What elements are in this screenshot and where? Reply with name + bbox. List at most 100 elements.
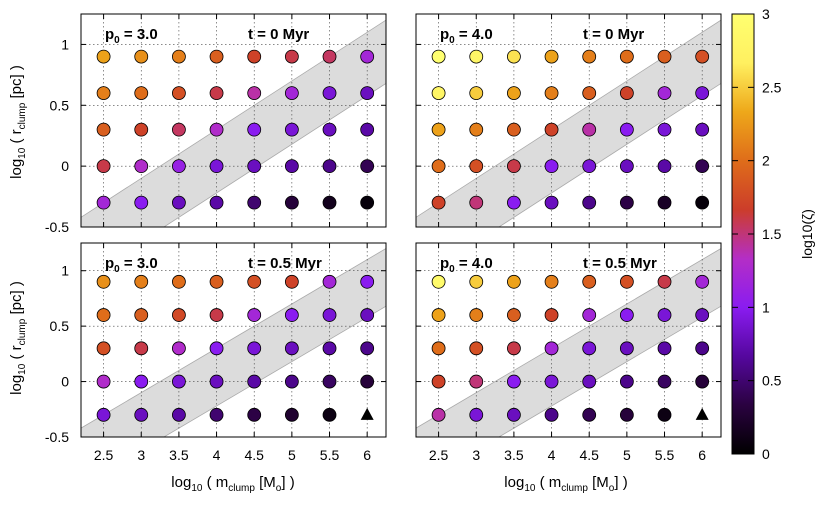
data-point (96, 86, 111, 101)
data-point (284, 341, 299, 356)
data-point (96, 159, 111, 174)
data-point (360, 49, 375, 64)
data-point (247, 122, 262, 137)
y-tick-label: 0 (61, 158, 69, 174)
y-tick-label: 1 (61, 36, 69, 52)
panel-p0-label: p0 = 3.0 (105, 26, 158, 46)
data-point (247, 159, 262, 174)
data-point (322, 122, 337, 137)
panel-time-label: t = 0 Myr (248, 26, 309, 43)
data-point (322, 86, 337, 101)
data-point (96, 407, 111, 422)
colorbar-tick-label: 0.5 (762, 373, 782, 389)
data-point (247, 341, 262, 356)
data-point (134, 195, 149, 210)
colorbar-tick-label: 3 (762, 6, 770, 22)
data-point (172, 159, 186, 174)
data-point (134, 274, 149, 289)
chart-panel-2: p0 = 4.0 t = 0 Myr (415, 13, 722, 228)
data-point (507, 159, 521, 174)
data-point (507, 407, 521, 422)
data-point (360, 374, 375, 389)
data-point (695, 86, 710, 101)
data-point (322, 374, 337, 389)
data-point (322, 159, 337, 174)
data-point (431, 49, 446, 64)
data-point (96, 122, 111, 137)
data-point (582, 86, 597, 101)
data-point (695, 195, 710, 210)
data-point (507, 86, 521, 101)
data-point (360, 308, 375, 322)
data-point (247, 274, 262, 289)
data-point (695, 308, 710, 322)
data-point (209, 374, 224, 389)
data-point (209, 49, 224, 64)
data-point (209, 122, 224, 137)
data-point (172, 308, 186, 322)
data-point (209, 308, 224, 322)
data-point (172, 407, 186, 422)
data-point (619, 341, 634, 356)
data-point (172, 374, 186, 389)
data-point (544, 159, 559, 174)
data-point (322, 341, 337, 356)
data-point (209, 195, 224, 210)
svg-text:log10 ( mclump [Mo] ): log10 ( mclump [Mo] ) (171, 474, 294, 494)
data-point (247, 49, 262, 64)
data-point (469, 341, 484, 356)
data-point (247, 195, 262, 210)
data-point (209, 86, 224, 101)
data-point (134, 407, 149, 422)
svg-text:log10 ( rclump [pc] ): log10 ( rclump [pc] ) (8, 281, 28, 395)
data-point (582, 49, 597, 64)
data-point (582, 407, 597, 422)
data-point (657, 122, 672, 137)
data-point (695, 49, 710, 64)
data-point (134, 49, 149, 64)
data-point (96, 49, 111, 64)
data-point (209, 159, 224, 174)
data-point (657, 274, 672, 289)
data-point (134, 341, 149, 356)
data-point (544, 122, 559, 137)
data-point (134, 374, 149, 389)
data-point (619, 49, 634, 64)
y-tick-label: -0.5 (45, 429, 69, 445)
panel-p0-label: p0 = 4.0 (440, 26, 493, 46)
data-point (322, 274, 337, 289)
panel-time-label: t = 0 Myr (583, 26, 644, 43)
data-point (284, 308, 299, 322)
data-point (172, 122, 186, 137)
data-point (582, 308, 597, 322)
svg-text:log10 ( rclump [pc] ): log10 ( rclump [pc] ) (8, 65, 28, 179)
data-point (322, 407, 337, 422)
svg-text:log10 ( mclump [Mo] ): log10 ( mclump [Mo] ) (504, 474, 627, 494)
data-point (172, 86, 186, 101)
panel-time-label: t = 0.5 Myr (583, 255, 657, 272)
x-tick-label: 5.5 (655, 447, 675, 463)
data-point (619, 122, 634, 137)
data-point (657, 86, 672, 101)
shaded-band (81, 248, 386, 437)
data-point (209, 407, 224, 422)
plot-frame (415, 242, 722, 438)
colorbar-tick-label: 2 (762, 153, 770, 169)
x-tick-label: 3 (472, 447, 480, 463)
data-point (544, 86, 559, 101)
shaded-band (81, 19, 386, 227)
data-point (582, 274, 597, 289)
plot-frame (80, 242, 387, 438)
data-point (469, 274, 484, 289)
data-point (582, 374, 597, 389)
data-point (247, 407, 262, 422)
data-point (582, 159, 597, 174)
data-point (469, 86, 484, 101)
data-point (284, 86, 299, 101)
data-point (619, 86, 634, 101)
triangle-marker (695, 407, 709, 420)
data-point (507, 341, 521, 356)
shaded-band (416, 19, 721, 227)
data-point (431, 308, 446, 322)
